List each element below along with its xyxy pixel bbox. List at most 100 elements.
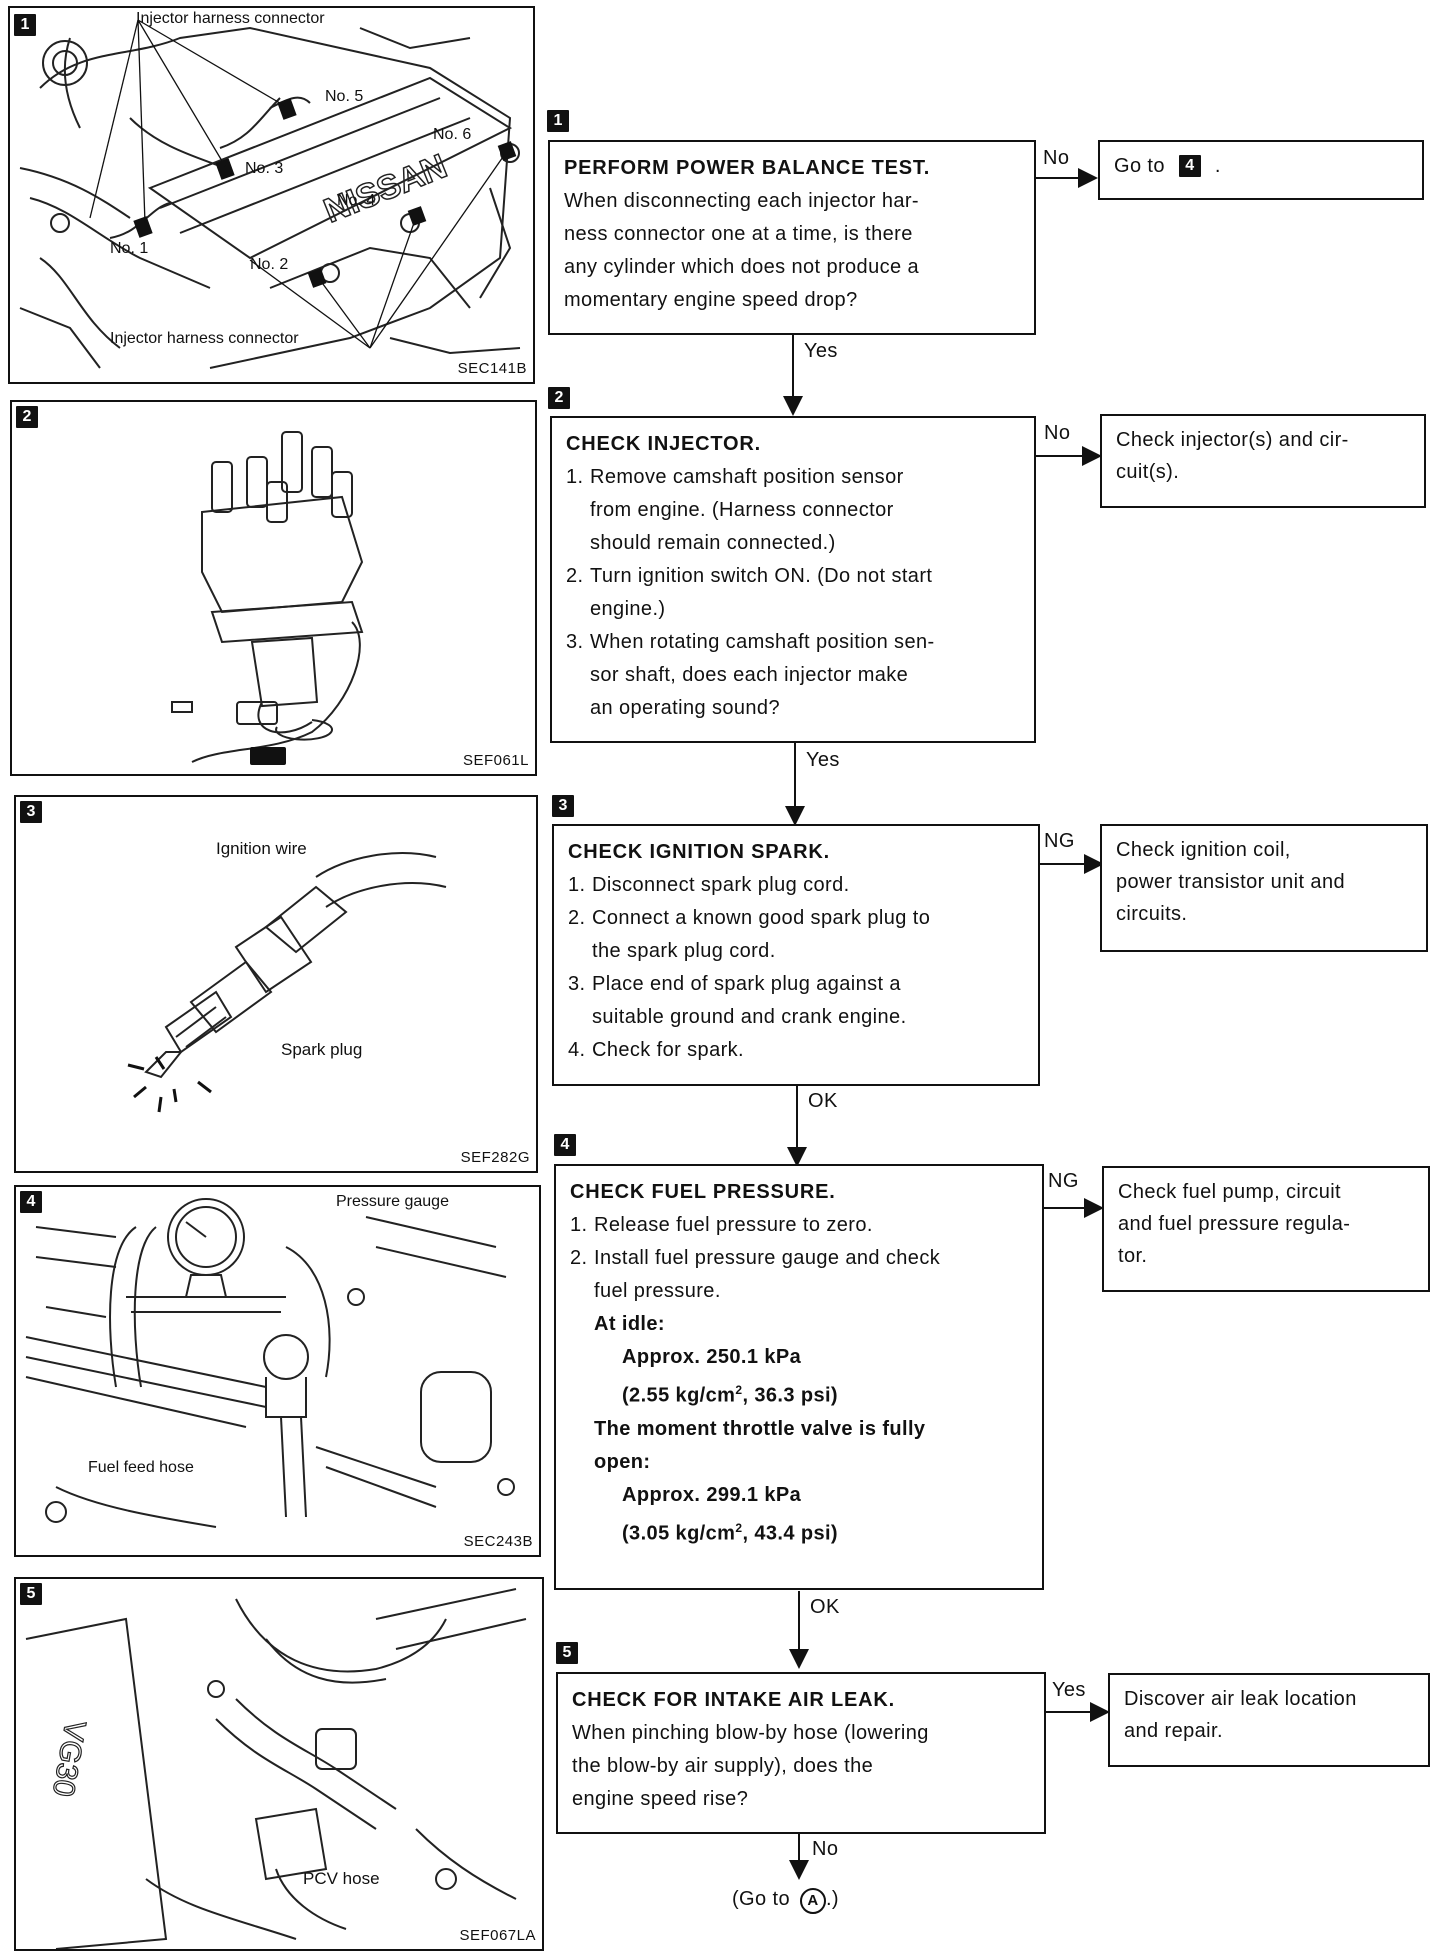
result-line: Check fuel pump, circuit	[1118, 1181, 1342, 1203]
goto-a-prefix: (Go to	[732, 1888, 790, 1910]
idle-alt-b: , 36.3 psi)	[742, 1384, 838, 1407]
figure-4-fuel-pressure-gauge: 4 Pressure gauge Fuel feed hose SEC243B	[14, 1185, 541, 1557]
step-4-box: CHECK FUEL PRESSURE. 1. Release fuel pre…	[554, 1164, 1044, 1590]
item-number: 2.	[570, 1247, 588, 1269]
idle-pressure-alt: (2.55 kg/cm2, 36.3 psi)	[570, 1374, 1028, 1413]
result-line: and fuel pressure regula-	[1118, 1213, 1351, 1235]
figure-4-code: SEC243B	[463, 1533, 533, 1550]
step-2-item-1: 1. Remove camshaft position sensor from e…	[566, 461, 1020, 560]
figure-2-code: SEF061L	[462, 752, 529, 769]
superscript: 2	[735, 1520, 743, 1535]
result-line: power transistor unit and	[1116, 871, 1346, 893]
step-3-result-box: Check ignition coil, power transistor un…	[1100, 824, 1428, 952]
step-5-line-1: When pinching blow-by hose (lowering	[572, 1722, 929, 1744]
item-text: Release fuel pressure to zero.	[594, 1214, 873, 1236]
step-2-no-label: No	[1044, 422, 1071, 444]
step-4-item-1: 1. Release fuel pressure to zero.	[570, 1209, 1028, 1242]
idle-alt-a: (2.55 kg/cm	[622, 1384, 736, 1407]
goto-a-text: (Go to A.)	[732, 1888, 839, 1914]
step-1-line-4: momentary engine speed drop?	[564, 289, 858, 311]
step-2-item-2: 2. Turn ignition switch ON. (Do not star…	[566, 560, 1020, 626]
item-text: suitable ground and crank engine.	[592, 1006, 907, 1028]
figure-5-code: SEF067LA	[459, 1927, 536, 1944]
callout-no1: No. 1	[110, 240, 149, 257]
goto-step-4-badge: 4	[1178, 155, 1201, 177]
item-text: fuel pressure.	[594, 1280, 721, 1302]
item-number: 3.	[568, 973, 586, 995]
step-2-badge: 2	[548, 387, 570, 409]
step-3-item-4: 4. Check for spark.	[568, 1034, 1024, 1067]
item-text: Check for spark.	[592, 1039, 745, 1061]
result-line: Check injector(s) and cir-	[1116, 429, 1349, 451]
item-text: When rotating camshaft position sen-	[590, 631, 935, 653]
callout-ignition-wire: Ignition wire	[216, 839, 307, 858]
step-5-yes-label: Yes	[1052, 1679, 1086, 1701]
step-5-no-label: No	[812, 1838, 839, 1860]
step-1-line-3: any cylinder which does not produce a	[564, 256, 920, 278]
result-line: cuit(s).	[1116, 461, 1180, 483]
callout-injector-harness-top: Injector harness connector	[136, 10, 325, 27]
step-5-badge: 5	[556, 1642, 578, 1664]
goto-a-suffix: .)	[825, 1888, 839, 1910]
circled-a-symbol: A	[799, 1888, 826, 1914]
engine-top-illustration: NISSAN	[19, 19, 521, 369]
item-number: 3.	[566, 631, 584, 653]
item-text: Install fuel pressure gauge and check	[594, 1247, 941, 1269]
step-3-ng-label: NG	[1044, 830, 1075, 852]
open-alt-b: , 43.4 psi)	[742, 1522, 838, 1545]
step-1-line-1: When disconnecting each injector har-	[564, 190, 919, 212]
item-text: Disconnect spark plug cord.	[592, 874, 850, 896]
item-text: Remove camshaft position sensor	[590, 466, 904, 488]
figure-3-code: SEF282G	[460, 1149, 530, 1166]
moment-label-line-2: open:	[594, 1450, 651, 1473]
item-text: Turn ignition switch ON. (Do not start	[590, 565, 933, 587]
item-text: Connect a known good spark plug to	[592, 907, 931, 929]
step-4-result-box: Check fuel pump, circuit and fuel pressu…	[1102, 1166, 1430, 1292]
callout-no2: No. 2	[250, 256, 289, 273]
step-2-yes-label: Yes	[806, 749, 840, 771]
step-2-title: CHECK INJECTOR.	[566, 433, 761, 455]
item-text: sor shaft, does each injector make	[590, 664, 909, 686]
step-1-no-label: No	[1043, 147, 1070, 169]
item-number: 1.	[568, 874, 586, 896]
callout-spark-plug: Spark plug	[281, 1040, 363, 1059]
step-5-result-box: Discover air leak location and repair.	[1108, 1673, 1430, 1767]
callout-no5: No. 5	[325, 88, 364, 105]
step-4-ng-label: NG	[1048, 1170, 1079, 1192]
idle-pressure-value: Approx. 250.1 kPa	[622, 1346, 802, 1368]
goto-prefix: Go to	[1114, 155, 1165, 177]
item-text: should remain connected.)	[590, 532, 836, 554]
figure-2-distributor: 2 SEF061L	[10, 400, 537, 776]
item-text: Place end of spark plug against a	[592, 973, 901, 995]
step-1-yes-label: Yes	[804, 340, 838, 362]
callout-no4: No. 4	[337, 192, 376, 209]
figure-4-badge: 4	[20, 1191, 42, 1213]
result-line: and repair.	[1124, 1720, 1223, 1742]
moment-label-line-1: The moment throttle valve is fully	[594, 1417, 926, 1440]
pcv-hose-illustration: VG30	[25, 1588, 527, 1949]
item-text: from engine. (Harness connector	[590, 499, 894, 521]
figure-1-badge: 1	[14, 14, 36, 36]
step-5-line-2: the blow-by air supply), does the	[572, 1755, 874, 1777]
step-3-badge: 3	[552, 795, 574, 817]
step-3-ok-label: OK	[808, 1090, 838, 1112]
open-pressure-value: Approx. 299.1 kPa	[622, 1483, 802, 1506]
figure-3-badge: 3	[20, 801, 42, 823]
item-number: 1.	[566, 466, 584, 488]
callout-no6: No. 6	[433, 126, 472, 143]
callout-injector-harness-bottom: Injector harness connector	[110, 330, 299, 347]
step-3-box: CHECK IGNITION SPARK. 1. Disconnect spar…	[552, 824, 1040, 1086]
item-text: the spark plug cord.	[592, 940, 776, 962]
figure-3-spark-plug: 3 Ignition wire Spark plug SEF282G	[14, 795, 538, 1173]
step-5-line-3: engine speed rise?	[572, 1788, 749, 1810]
superscript: 2	[735, 1383, 743, 1397]
step-4-ok-label: OK	[810, 1596, 840, 1618]
open-alt-a: (3.05 kg/cm	[622, 1522, 736, 1545]
figure-5-badge: 5	[20, 1583, 42, 1605]
step-4-title: CHECK FUEL PRESSURE.	[570, 1181, 836, 1203]
callout-pcv-hose: PCV hose	[303, 1869, 380, 1888]
step-3-title: CHECK IGNITION SPARK.	[568, 841, 830, 863]
callout-no3: No. 3	[245, 160, 284, 177]
